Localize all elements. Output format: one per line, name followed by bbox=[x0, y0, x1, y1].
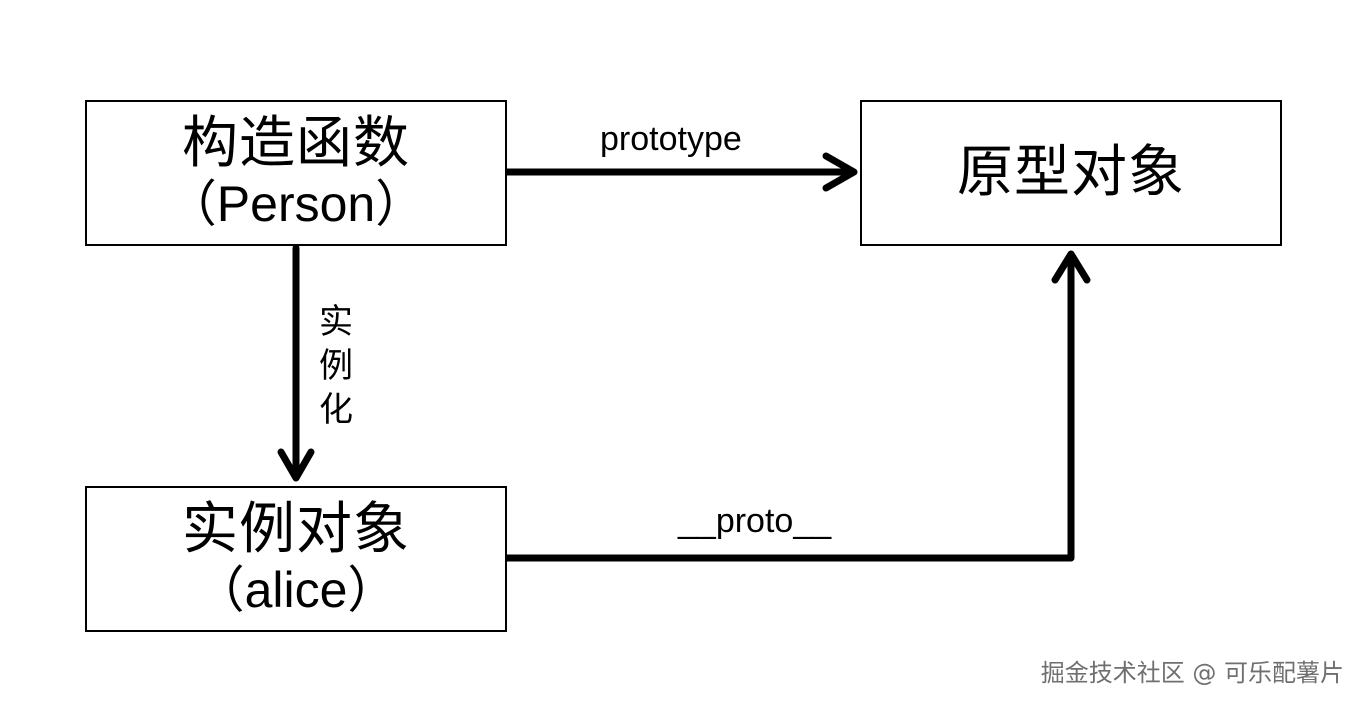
instance-title: 实例对象 bbox=[182, 497, 410, 562]
proto-edge-label: __proto__ bbox=[678, 502, 832, 540]
instantiate-char: 例 bbox=[319, 346, 353, 386]
constructor-title: 构造函数 bbox=[182, 111, 410, 176]
instantiate-edge-label: 实 例 化 bbox=[316, 300, 356, 432]
instance-subtitle: （alice） bbox=[194, 562, 398, 618]
instance-node: 实例对象 （alice） bbox=[85, 486, 507, 632]
instantiate-char: 化 bbox=[319, 390, 353, 430]
watermark: 掘金技术社区 @ 可乐配薯片 bbox=[1040, 659, 1344, 687]
prototype-title: 原型对象 bbox=[957, 140, 1185, 205]
arrowhead-prototype bbox=[822, 152, 858, 192]
constructor-node: 构造函数 （Person） bbox=[85, 100, 507, 246]
prototype-edge-label: prototype bbox=[600, 120, 742, 158]
arrowhead-instantiate bbox=[277, 448, 315, 482]
arrowhead-proto bbox=[1051, 250, 1091, 284]
instantiate-char: 实 bbox=[319, 302, 353, 342]
constructor-subtitle: （Person） bbox=[166, 176, 426, 232]
arrow-proto bbox=[501, 252, 1075, 562]
prototype-node: 原型对象 bbox=[860, 100, 1282, 246]
